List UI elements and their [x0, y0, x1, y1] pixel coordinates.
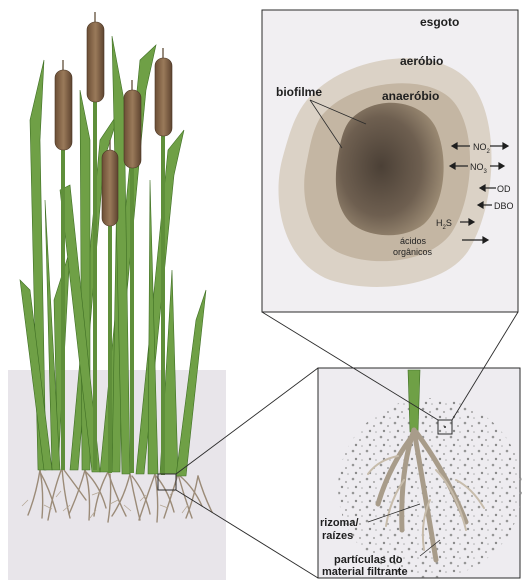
label-particulas: partículas do — [334, 554, 403, 566]
label-dbo: DBO — [494, 201, 514, 211]
label-esgoto: esgoto — [420, 15, 459, 29]
label-material-filtrante: material filtrante — [322, 566, 408, 578]
label-rizoma: rizoma/ — [320, 517, 359, 529]
label-organicos: orgânicos — [393, 247, 433, 257]
label-raizes: raízes — [322, 530, 353, 542]
label-od: OD — [497, 184, 511, 194]
label-biofilme: biofilme — [276, 85, 322, 99]
root-zoom-panel — [318, 368, 522, 578]
anaerobic-layer — [336, 103, 444, 235]
label-aerobio: aeróbio — [400, 54, 443, 68]
label-acidos: ácidos — [400, 236, 427, 246]
biofilm-panel — [262, 10, 518, 312]
label-anaerobio: anaeróbio — [382, 89, 439, 103]
